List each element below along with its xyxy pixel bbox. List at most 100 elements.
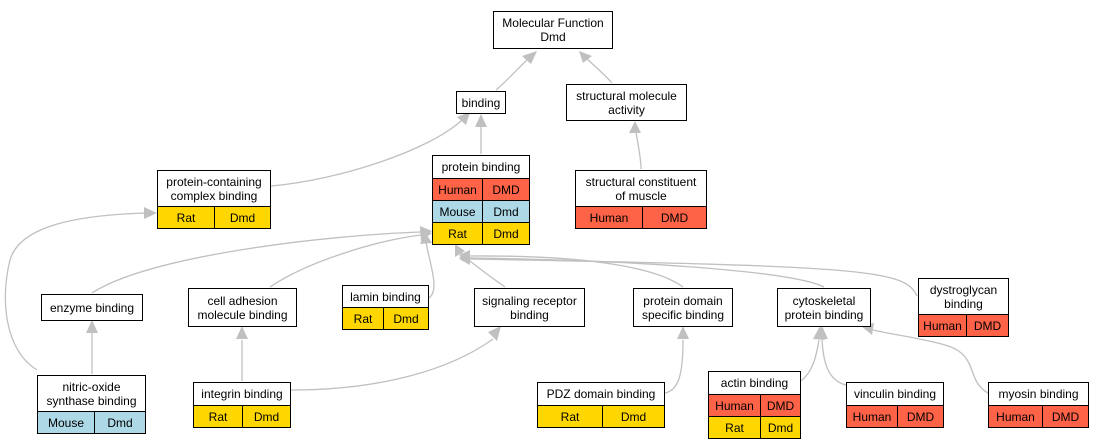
annotation-row: Human DMD [433,178,529,200]
edge-protein-binding-to-binding [475,114,487,154]
edge-enzyme-binding-to-protein-binding [91,226,432,294]
edge-vinculin-binding-to-cytoskeletal-protein-binding [816,326,847,386]
arrowhead-icon [455,244,465,257]
arrowhead-icon [86,320,98,333]
edge-line [425,241,435,299]
edge-line [469,255,684,288]
edge-dystroglycan-binding-to-protein-binding [459,253,918,297]
arrowhead-icon [579,51,592,63]
gene-cell: Dmd [482,223,529,244]
species-cell: Rat [176,210,196,225]
arrowhead-icon [459,253,470,265]
term-node-cell-adhesion-molecule-binding[interactable]: cell adhesion molecule binding [188,288,297,327]
annotation-row: Rat Dmd [538,405,664,427]
edge-lamin-binding-to-protein-binding [420,232,435,299]
arrowhead-icon [144,207,157,219]
term-node-binding[interactable]: binding [456,91,506,114]
term-label: Molecular Function Dmd [502,16,604,44]
annotation-row: Human DMD [576,206,706,228]
edge-line [800,339,820,382]
edge-line [469,257,825,288]
species-cell: Rat [448,226,467,241]
term-node-structural-molecule-activity[interactable]: structural molecule activity [566,84,687,121]
annotation-row: Human DMD [989,405,1088,427]
edge-protein-domain-specific-binding-to-protein-binding [459,250,684,288]
gene-cell: DMD [966,315,1008,336]
edge-line [270,119,463,187]
term-label: binding [461,95,501,110]
edge-line [290,338,494,391]
edge-protein-containing-complex-binding-to-binding [270,112,470,187]
gene-cell: DMD [760,395,800,416]
gene-cell: Dmd [482,201,529,222]
term-label: structural constituent of muscle [585,174,697,203]
gene-cell: Dmd [94,412,145,433]
edge-nitric-oxide-synthase-binding-to-protein-containing-complex-binding [4,207,157,371]
term-label: nitric-oxide synthase binding [46,379,137,408]
annotation-row: Human DMD [847,405,943,427]
species-cell: Rat [208,409,228,424]
species-cell: Human [852,409,892,424]
edge-cell-adhesion-molecule-binding-to-protein-binding [269,229,432,288]
species-cell: Human [996,409,1035,424]
edge-structural-molecule-activity-to-mf [579,51,613,84]
gene-cell: Dmd [760,417,800,438]
edge-nitric-oxide-synthase-binding-to-enzyme-binding [86,320,98,374]
species-cell: Rat [725,420,744,435]
annotation-row: Rat Dmd [433,222,529,244]
term-node-mf[interactable]: Molecular Function Dmd [493,11,613,49]
term-node-protein-domain-specific-binding[interactable]: protein domain specific binding [633,288,733,327]
gene-cell: DMD [897,406,943,427]
gene-cell: DMD [1042,406,1088,427]
annotation-row: Human DMD [919,314,1008,336]
gene-cell: Dmd [602,406,664,427]
edge-integrin-binding-to-cell-adhesion-molecule-binding [236,326,248,381]
edge-line [4,212,146,371]
term-label: actin binding [720,376,789,390]
edge-line [91,231,422,294]
edge-binding-to-mf [495,51,537,91]
term-label: integrin binding [201,387,283,401]
arrowhead-icon [488,326,501,341]
edge-line [269,234,422,288]
arrowhead-icon [522,51,537,64]
gene-cell: DMD [642,207,706,228]
species-cell: Rat [353,311,373,326]
gene-cell: DMD [482,179,529,200]
species-cell: Rat [560,409,580,424]
edge-line [495,58,529,91]
edge-line [872,329,989,394]
term-label: enzyme binding [49,300,135,315]
arrowhead-icon [816,326,828,339]
edge-structural-constituent-of-muscle-to-structural-molecule-activity [629,121,642,170]
edge-integrin-binding-to-signaling-receptor-binding [290,326,501,391]
edge-line [469,258,918,297]
edge-line [821,339,847,386]
species-cell: Human [438,182,477,197]
term-node-enzyme-binding[interactable]: enzyme binding [41,294,143,321]
term-label: cytoskeletal protein binding [784,293,864,322]
term-label: dystroglycan binding [929,282,998,311]
species-cell: Human [589,210,629,225]
term-node-signaling-receptor-binding[interactable]: signaling receptor binding [474,288,585,327]
term-node-cytoskeletal-protein-binding[interactable]: cytoskeletal protein binding [777,288,871,327]
species-cell: Human [923,318,962,333]
edge-line [664,339,684,394]
term-label: myosin binding [998,387,1079,401]
